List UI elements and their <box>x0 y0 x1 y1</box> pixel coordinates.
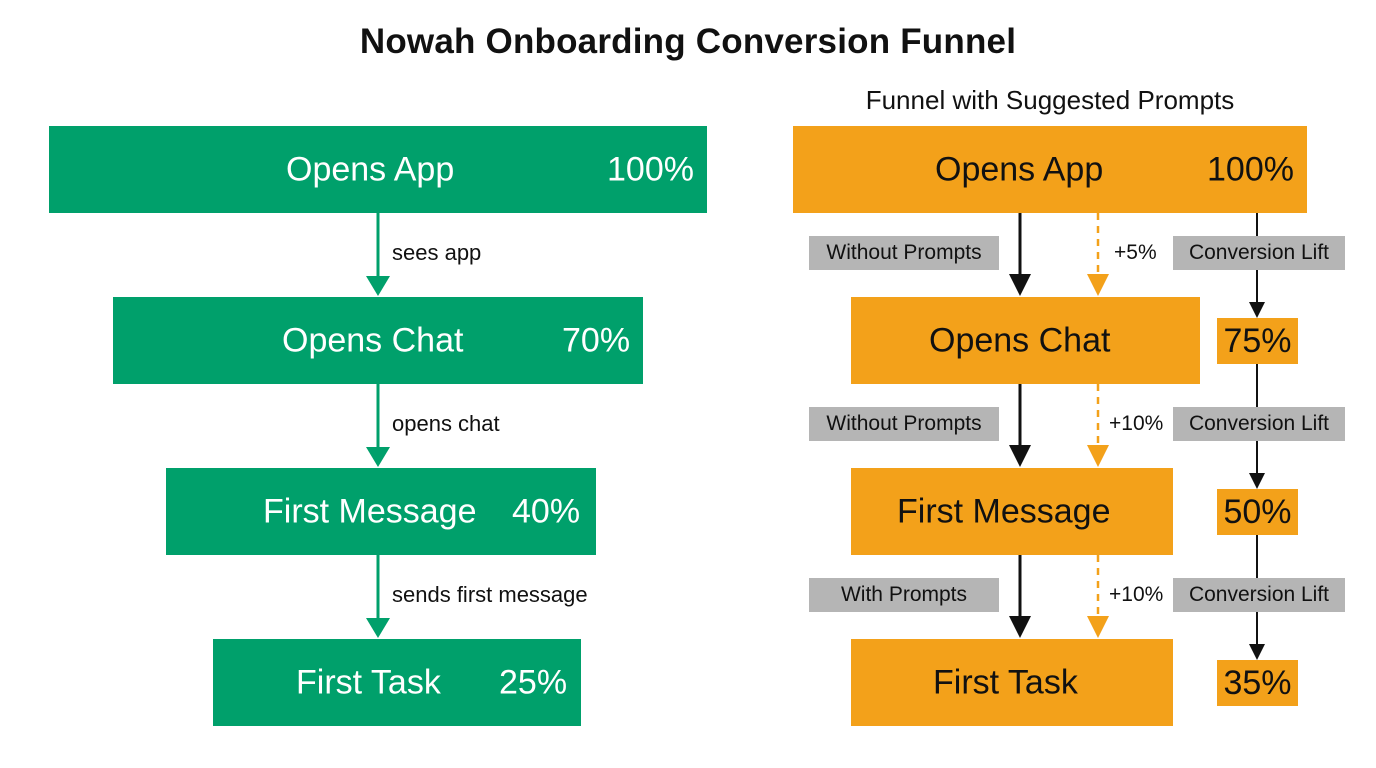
left-transition-label: sees app <box>392 240 482 265</box>
right-lift-arrow <box>1087 213 1109 296</box>
right-base-arrow <box>1009 555 1031 638</box>
left-stage-label: Opens App <box>286 150 455 188</box>
lift-value: +10% <box>1109 412 1164 435</box>
prompt-condition-tag: With Prompts <box>809 578 999 612</box>
conversion-lift-tag: Conversion Lift <box>1173 407 1345 441</box>
prompt-condition-tag: Without Prompts <box>809 236 999 270</box>
right-pct-first-task: 35% <box>1217 660 1298 706</box>
right-stage-pct: 100% <box>1207 150 1294 188</box>
right-stage-opens-chat: Opens Chat <box>851 297 1200 384</box>
left-transition-label: sends first message <box>392 582 588 607</box>
right-stage-first-message: First Message <box>851 468 1173 555</box>
right-subtitle: Funnel with Suggested Prompts <box>865 85 1235 115</box>
lift-value: +5% <box>1114 241 1157 264</box>
left-arrow <box>366 213 390 296</box>
prompt-condition-tag: Without Prompts <box>809 407 999 441</box>
right-stage-label: Opens App <box>935 150 1104 188</box>
right-pct-arrow <box>1249 364 1265 489</box>
right-base-arrow <box>1009 213 1031 296</box>
left-stage-label: First Message <box>263 492 477 530</box>
right-pct-first-message: 50% <box>1217 489 1298 535</box>
left-stage-pct: 70% <box>562 321 631 359</box>
left-stage-label: First Task <box>296 663 441 701</box>
left-stage-pct: 40% <box>512 492 581 530</box>
right-stage-first-task: First Task <box>851 639 1173 726</box>
conversion-lift-tag: Conversion Lift <box>1173 578 1345 612</box>
left-stage-first-message: First Message 40% <box>166 468 596 555</box>
right-lift-arrow <box>1087 555 1109 638</box>
left-stage-opens-app: Opens App 100% <box>49 126 707 213</box>
left-stage-pct: 100% <box>607 150 694 188</box>
right-stage-label: Opens Chat <box>929 321 1111 359</box>
left-stage-first-task: First Task 25% <box>213 639 581 726</box>
left-stage-opens-chat: Opens Chat 70% <box>113 297 643 384</box>
right-pct-opens-chat: 75% <box>1217 318 1298 364</box>
right-pct-arrow <box>1249 213 1265 318</box>
diagram-title: Nowah Onboarding Conversion Funnel <box>359 22 1017 61</box>
right-stage-label: First Message <box>897 492 1111 530</box>
left-stage-pct: 25% <box>499 663 568 701</box>
lift-value: +10% <box>1109 583 1164 606</box>
right-base-arrow <box>1009 384 1031 467</box>
right-stage-label: First Task <box>933 663 1078 701</box>
right-lift-arrow <box>1087 384 1109 467</box>
conversion-lift-tag: Conversion Lift <box>1173 236 1345 270</box>
left-transition-label: opens chat <box>392 411 500 436</box>
left-stage-label: Opens Chat <box>282 321 464 359</box>
right-pct-arrow <box>1249 535 1265 660</box>
left-arrow <box>366 555 390 638</box>
right-stage-opens-app: Opens App 100% <box>793 126 1307 213</box>
left-arrow <box>366 384 390 467</box>
